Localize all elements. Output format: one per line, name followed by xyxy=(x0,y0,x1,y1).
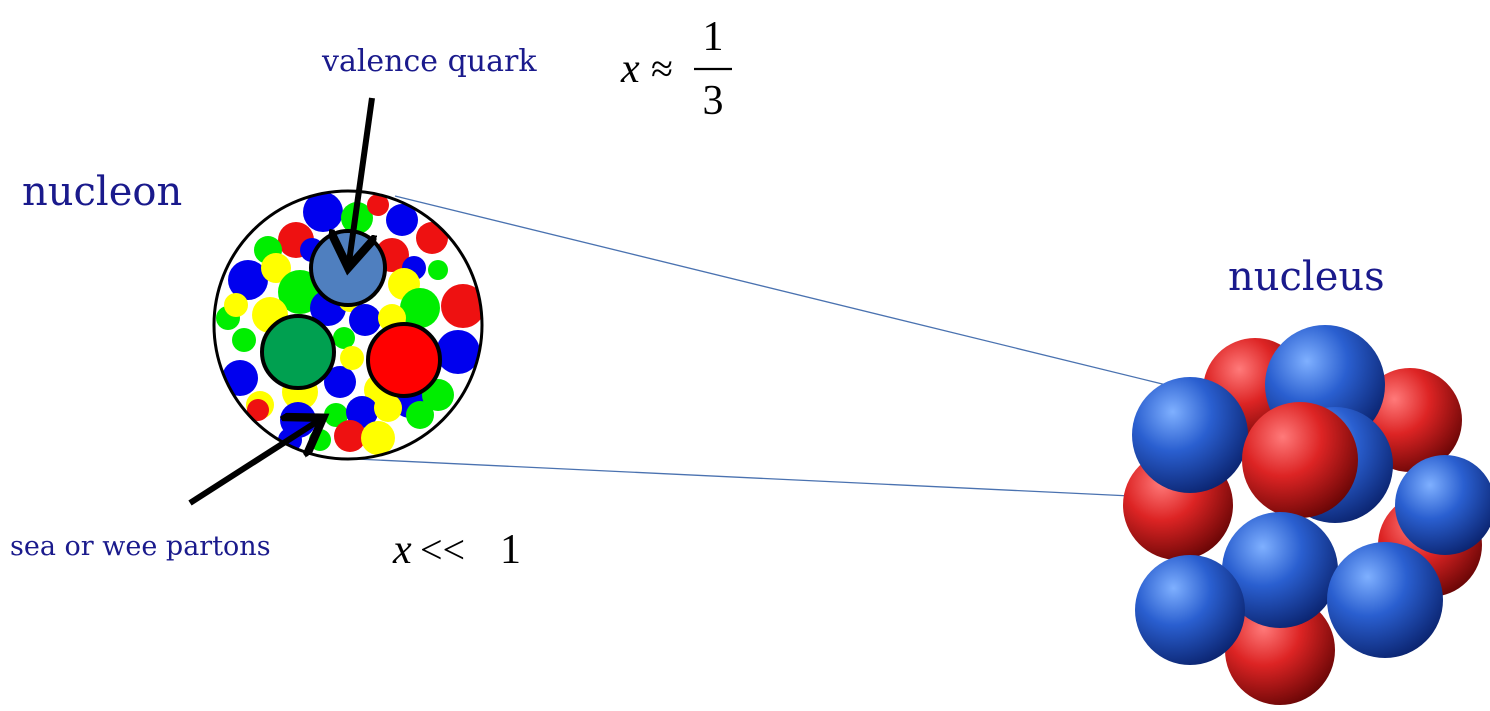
valence-quark-green xyxy=(260,314,336,390)
formula-denominator: 3 xyxy=(703,78,724,124)
nucleon xyxy=(212,189,484,461)
sea-x-formula: x << 1 xyxy=(392,527,521,573)
sea-parton xyxy=(416,222,448,254)
sea-parton xyxy=(303,192,343,232)
valence-quark-arrow xyxy=(349,97,372,262)
sea-parton xyxy=(232,328,256,352)
proton-sphere xyxy=(1225,595,1335,705)
formula-value: 1 xyxy=(500,527,521,573)
sea-parton xyxy=(224,293,248,317)
neutron-sphere xyxy=(1222,512,1338,628)
formula-approx-sign: ≈ xyxy=(651,46,673,91)
sea-parton xyxy=(309,429,331,451)
sea-parton xyxy=(361,421,395,455)
neutron-sphere xyxy=(1327,542,1443,658)
zoom-line-top xyxy=(394,195,1196,393)
sea-parton xyxy=(400,288,440,328)
nucleus xyxy=(1123,325,1490,705)
sea-parton xyxy=(324,403,348,427)
formula-variable: x xyxy=(620,46,640,92)
nucleon-outline xyxy=(212,189,484,461)
sea-partons-arrow xyxy=(188,421,318,506)
sea-parton xyxy=(334,420,366,452)
neutron-sphere xyxy=(1395,455,1490,555)
nucleus-label: nucleus xyxy=(1228,254,1385,300)
sea-parton xyxy=(406,401,434,429)
sea-parton xyxy=(340,346,364,370)
sea-parton xyxy=(346,396,378,428)
sea-parton xyxy=(428,260,448,280)
sea-parton xyxy=(386,204,418,236)
sea-parton xyxy=(247,399,269,421)
sea-parton xyxy=(228,260,268,300)
valence-quark-label: valence quark xyxy=(321,44,537,79)
neutron-sphere xyxy=(1135,555,1245,665)
sea-parton xyxy=(367,194,389,216)
formula-numerator: 1 xyxy=(703,14,724,60)
sea-parton xyxy=(261,253,291,283)
sea-parton xyxy=(374,394,402,422)
nucleon-label: nucleon xyxy=(22,169,182,215)
zoom-line-bottom xyxy=(334,457,1216,501)
sea-parton xyxy=(349,304,381,336)
sea-parton xyxy=(222,360,258,396)
sea-partons-label: sea or wee partons xyxy=(10,531,271,562)
valence-x-formula: x ≈ 1 3 xyxy=(620,14,732,124)
formula-much-less-sign: << xyxy=(420,527,465,572)
sea-parton xyxy=(436,330,480,374)
sea-parton xyxy=(333,327,355,349)
valence-quark-red xyxy=(366,322,442,398)
sea-parton xyxy=(324,366,356,398)
proton-sphere xyxy=(1242,402,1358,518)
sea-parton xyxy=(441,284,482,328)
neutron-sphere xyxy=(1132,377,1248,493)
formula-variable: x xyxy=(392,527,412,573)
sea-partons-group xyxy=(216,192,482,455)
valence-quark-blue xyxy=(309,229,387,307)
